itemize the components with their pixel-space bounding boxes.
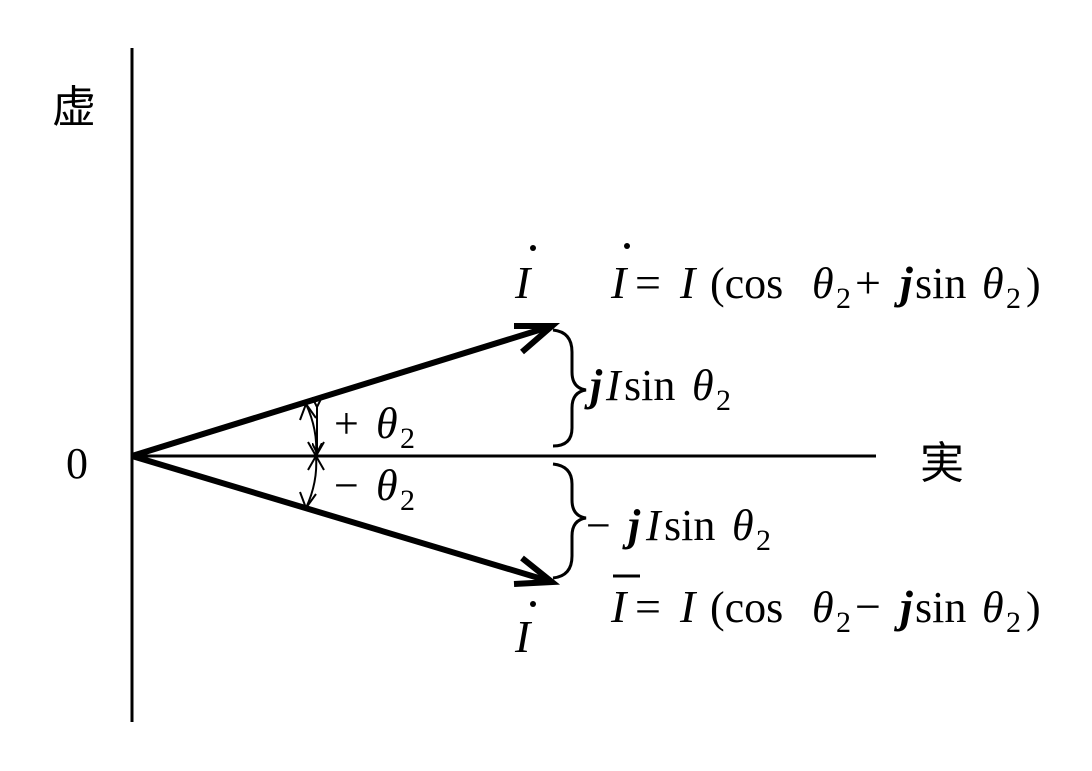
angle-upper-sub: 2 bbox=[400, 422, 415, 455]
formula-lower-equals: = bbox=[635, 581, 661, 632]
formula-upper-equals: = bbox=[635, 257, 661, 308]
brace-lower-label: − j I sin θ 2 bbox=[586, 501, 771, 557]
real-axis-label: 実 bbox=[920, 438, 964, 489]
formula-upper-open: (cos bbox=[710, 259, 783, 308]
brace-upper-sub: 2 bbox=[716, 384, 731, 417]
brace-upper-sin: sin bbox=[624, 361, 675, 410]
formula-upper-j: j bbox=[893, 257, 913, 308]
angle-lower-theta: θ bbox=[376, 461, 398, 510]
brace-upper bbox=[552, 328, 587, 448]
angle-lower-label: − θ 2 bbox=[334, 461, 415, 517]
phasor-upper-arrow bbox=[131, 323, 553, 459]
formula-upper-close: ) bbox=[1026, 259, 1041, 308]
angle-lower-sub: 2 bbox=[400, 484, 415, 517]
angle-upper-label: + θ 2 bbox=[334, 399, 415, 455]
formula-upper-rhs-I: I bbox=[679, 257, 698, 308]
formula-lower: I = I (cos θ 2 − j sin θ 2 ) bbox=[610, 574, 1041, 639]
formula-upper-theta2: θ bbox=[982, 259, 1004, 308]
brace-lower-sign: − bbox=[586, 501, 611, 550]
formula-upper-plus: + bbox=[855, 257, 881, 308]
formula-upper-sub2: 2 bbox=[1006, 282, 1021, 315]
angle-lower-head-top bbox=[307, 453, 325, 471]
formula-upper-sin: sin bbox=[915, 259, 966, 308]
phasor-lower-label: I bbox=[514, 611, 533, 662]
formula-lower-theta: θ bbox=[812, 583, 834, 632]
brace-upper-theta: θ bbox=[692, 361, 714, 410]
formula-lower-open: (cos bbox=[710, 583, 783, 632]
angle-lower-sign: − bbox=[334, 461, 359, 510]
formula-lower-j: j bbox=[893, 581, 913, 632]
formula-lower-close: ) bbox=[1026, 583, 1041, 632]
phasor-upper-label: I bbox=[514, 257, 533, 308]
imaginary-axis-label: 虚 bbox=[52, 82, 96, 133]
brace-lower bbox=[552, 462, 587, 580]
formula-lower-sub: 2 bbox=[836, 606, 851, 639]
phasor-upper-arrowhead bbox=[514, 323, 561, 355]
formula-upper-theta: θ bbox=[812, 259, 834, 308]
formula-upper: I = I (cos θ 2 + j sin θ 2 ) bbox=[610, 243, 1041, 315]
phasor-lower-arrowhead bbox=[513, 555, 561, 587]
angle-upper-head-top bbox=[299, 401, 317, 421]
formula-lower-sub2: 2 bbox=[1006, 606, 1021, 639]
angle-upper-sign: + bbox=[334, 399, 359, 448]
phasor-lower-label-dot bbox=[530, 601, 536, 607]
formula-lower-sin: sin bbox=[915, 583, 966, 632]
formula-lower-lhs: I bbox=[610, 581, 629, 632]
formula-lower-minus: − bbox=[855, 581, 881, 632]
brace-upper-j: j bbox=[584, 361, 603, 410]
brace-lower-sub: 2 bbox=[756, 524, 771, 557]
formula-lower-rhs-I: I bbox=[679, 581, 698, 632]
formula-lower-theta2: θ bbox=[982, 583, 1004, 632]
formula-upper-lhs: I bbox=[610, 257, 629, 308]
brace-lower-theta: θ bbox=[732, 501, 754, 550]
brace-lower-j: j bbox=[622, 501, 641, 550]
brace-lower-sin: sin bbox=[664, 501, 715, 550]
angle-upper-theta: θ bbox=[376, 399, 398, 448]
brace-lower-I: I bbox=[645, 501, 663, 550]
angle-lower-head-bottom bbox=[299, 491, 317, 511]
brace-upper-label: j I sin θ 2 bbox=[584, 361, 731, 417]
brace-upper-I: I bbox=[605, 361, 623, 410]
angle-upper-arc bbox=[305, 403, 318, 457]
angle-lower-arc bbox=[305, 455, 318, 509]
origin-label: 0 bbox=[66, 439, 88, 488]
phasor-upper-label-dot bbox=[530, 245, 536, 251]
formula-upper-sub: 2 bbox=[836, 282, 851, 315]
formula-upper-lhs-dot bbox=[624, 243, 630, 249]
phasor-lower-arrow bbox=[131, 453, 553, 585]
